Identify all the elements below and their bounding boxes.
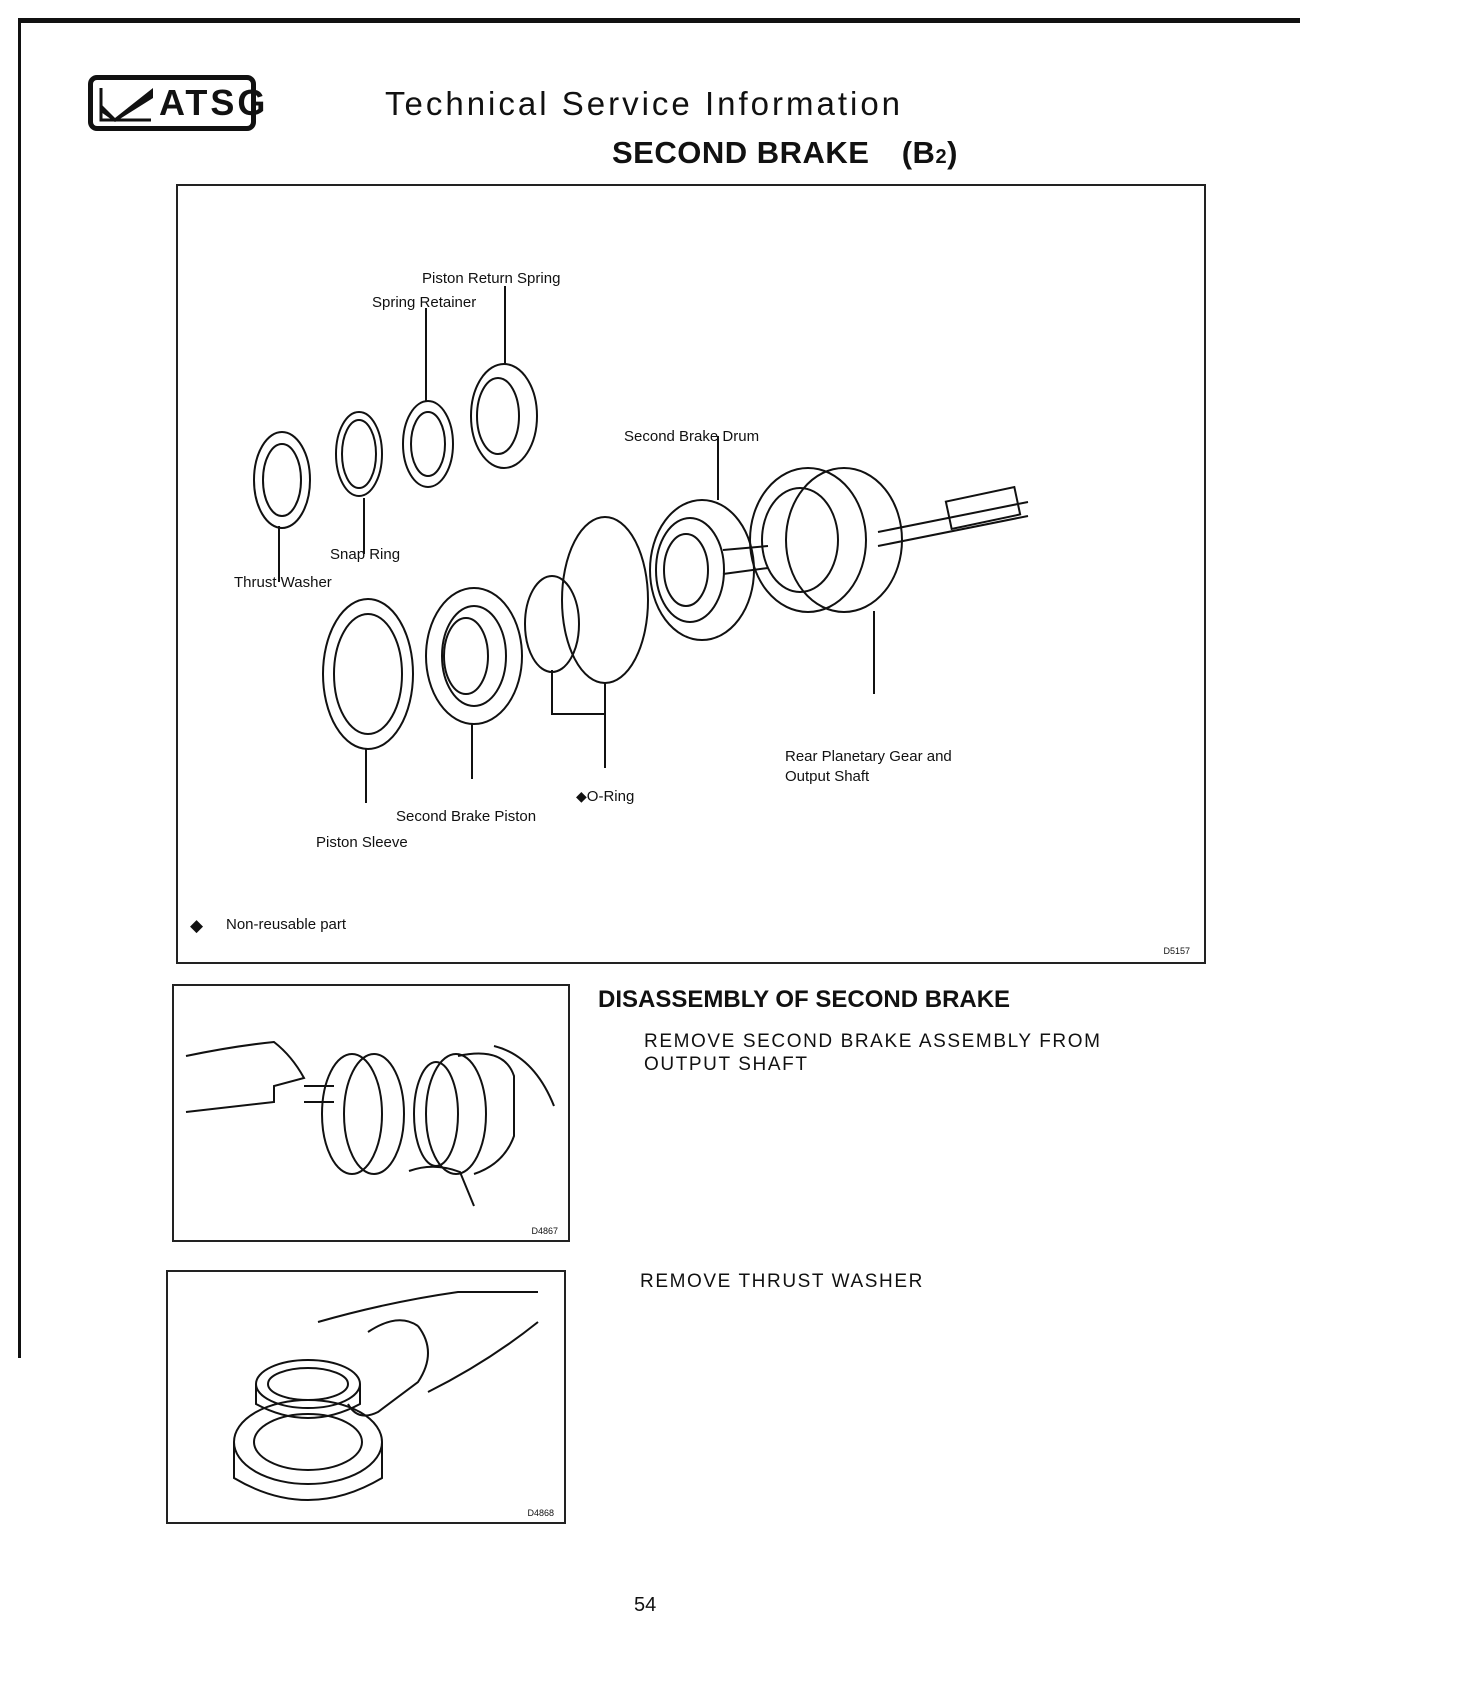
exploded-view-drawing — [253, 286, 1029, 803]
label-second-brake-drum: Second Brake Drum — [624, 428, 760, 445]
remove-brake-assembly-figure: D4867 — [172, 984, 570, 1242]
figure-code: D5157 — [1163, 946, 1190, 956]
left-border-rule — [18, 18, 21, 1358]
label-o-ring-text: O-Ring — [586, 788, 635, 805]
label-thrust-washer: Thrust Washer — [234, 574, 332, 591]
remove-thrust-washer-drawing — [233, 1291, 539, 1501]
label-piston-sleeve: Piston Sleeve — [316, 834, 408, 851]
label-second-brake-piston: Second Brake Piston — [396, 808, 537, 825]
diamond-icon: ◆ — [576, 788, 587, 804]
instruction-step-1: REMOVE SECOND BRAKE ASSEMBLY FROM OUTPUT… — [644, 1030, 1102, 1076]
label-snap-ring: Snap Ring — [330, 546, 401, 563]
figure-code: D4867 — [531, 1226, 558, 1236]
logo-text: ATSG — [159, 82, 269, 123]
instruction-step-1-line2: OUTPUT SHAFT — [644, 1054, 809, 1075]
checkmark-icon — [97, 84, 155, 122]
remove-thrust-washer-figure: D4868 — [166, 1270, 566, 1524]
label-piston-return-spring: Piston Return Spring — [422, 270, 561, 287]
label-o-ring: ◆O-Ring — [576, 788, 634, 805]
page-title-subscript: 2 — [935, 146, 948, 168]
legend-text: Non-reusable part — [226, 916, 347, 933]
page-number: 54 — [634, 1594, 657, 1616]
atsg-logo: ATSG — [88, 75, 265, 131]
remove-assembly-drawing — [185, 1040, 555, 1207]
instruction-step-2: REMOVE THRUST WASHER — [640, 1271, 924, 1292]
page-title-paren-open: (B — [901, 135, 936, 170]
page-title-paren-close: ) — [947, 135, 958, 170]
top-border-rule — [20, 18, 1300, 23]
label-rear-planetary-line1: Rear Planetary Gear and — [785, 748, 952, 765]
instruction-step-1-line1: REMOVE SECOND BRAKE ASSEMBLY FROM — [644, 1031, 1102, 1052]
section-heading: DISASSEMBLY OF SECOND BRAKE — [598, 986, 1011, 1013]
label-rear-planetary-line2: Output Shaft — [785, 768, 870, 785]
label-spring-retainer: Spring Retainer — [372, 294, 477, 311]
figure-code: D4868 — [527, 1508, 554, 1518]
exploded-view-figure: Piston Return Spring Spring Retainer Sna… — [176, 184, 1206, 964]
page-title-main: SECOND BRAKE — [612, 135, 870, 170]
page-title: SECOND BRAKE (B2) — [612, 135, 958, 171]
header-title: Technical Service Information — [385, 85, 904, 122]
legend-diamond-icon: ◆ — [190, 916, 204, 935]
